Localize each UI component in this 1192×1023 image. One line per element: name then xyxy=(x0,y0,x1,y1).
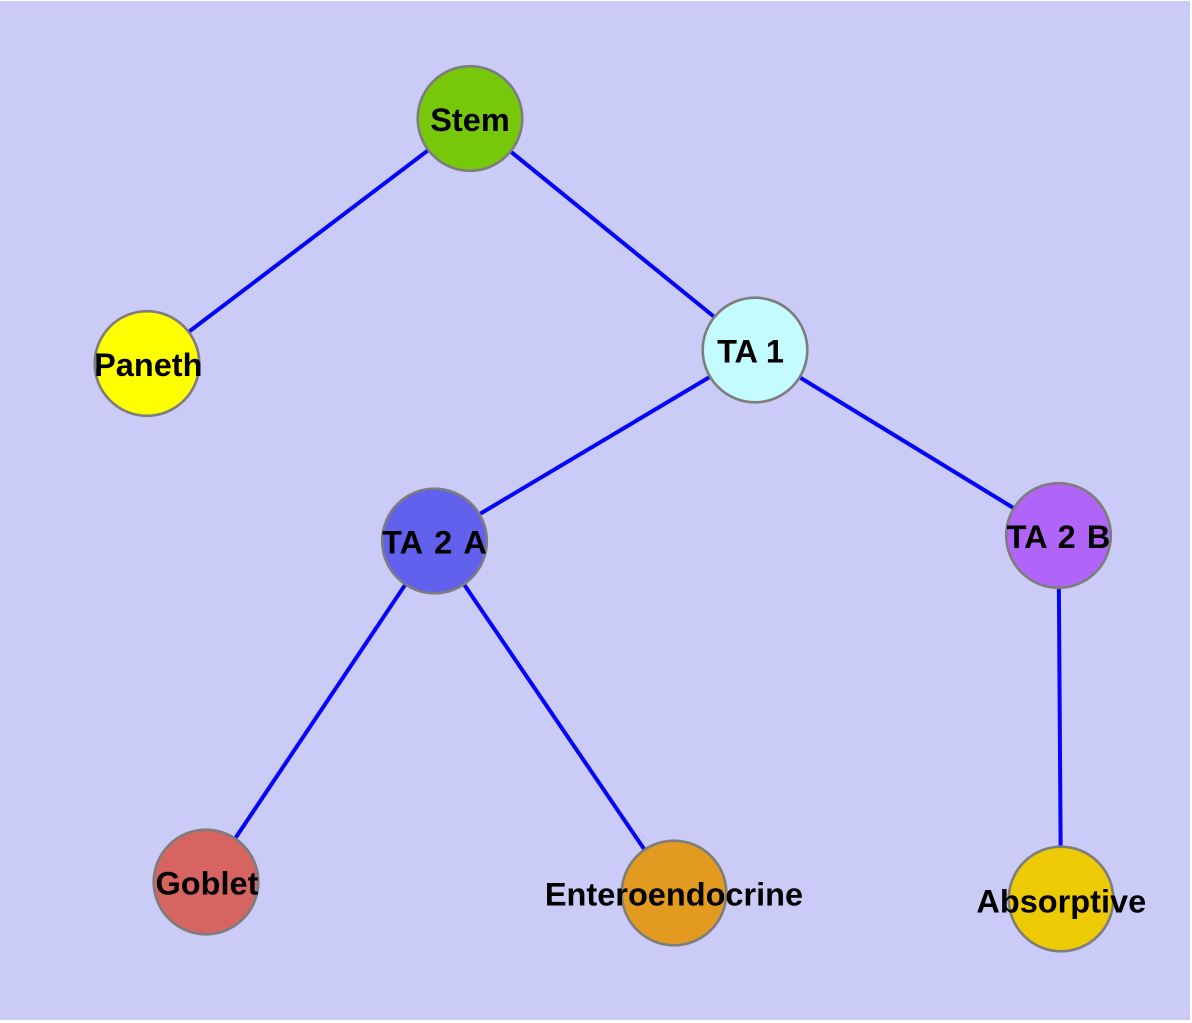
svg-text:Absorptive: Absorptive xyxy=(976,884,1146,920)
svg-text:TA 1: TA 1 xyxy=(717,334,784,370)
svg-text:TA 2 A: TA 2 A xyxy=(382,525,487,561)
svg-text:Goblet: Goblet xyxy=(156,866,259,902)
svg-text:Stem: Stem xyxy=(430,102,509,138)
svg-text:TA 2 B: TA 2 B xyxy=(1007,519,1111,555)
svg-text:Enteroendocrine: Enteroendocrine xyxy=(545,877,803,913)
svg-text:Paneth: Paneth xyxy=(94,347,202,383)
